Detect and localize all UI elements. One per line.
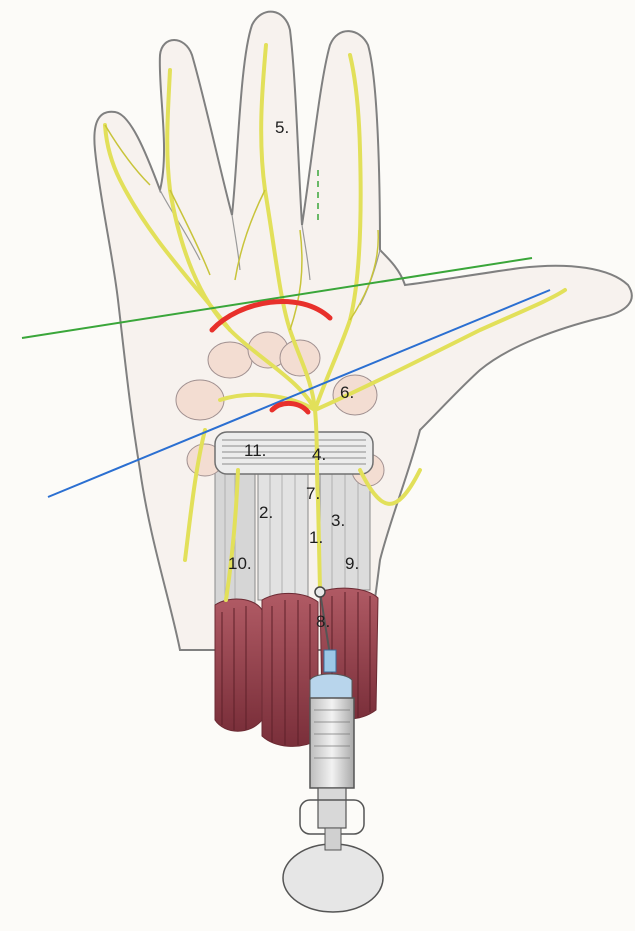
label-5: 5. xyxy=(275,118,289,137)
label-11: 11. xyxy=(244,441,266,460)
label-9: 9. xyxy=(345,554,359,573)
label-6: 6. xyxy=(340,383,354,402)
label-3: 3. xyxy=(331,511,345,530)
label-7: 7. xyxy=(306,484,320,503)
label-10: 10. xyxy=(228,554,252,573)
label-8: 8. xyxy=(316,612,330,631)
label-2: 2. xyxy=(259,503,273,522)
label-4: 4. xyxy=(312,445,326,464)
flexor-retinaculum xyxy=(215,432,373,474)
label-1: 1. xyxy=(309,528,323,547)
